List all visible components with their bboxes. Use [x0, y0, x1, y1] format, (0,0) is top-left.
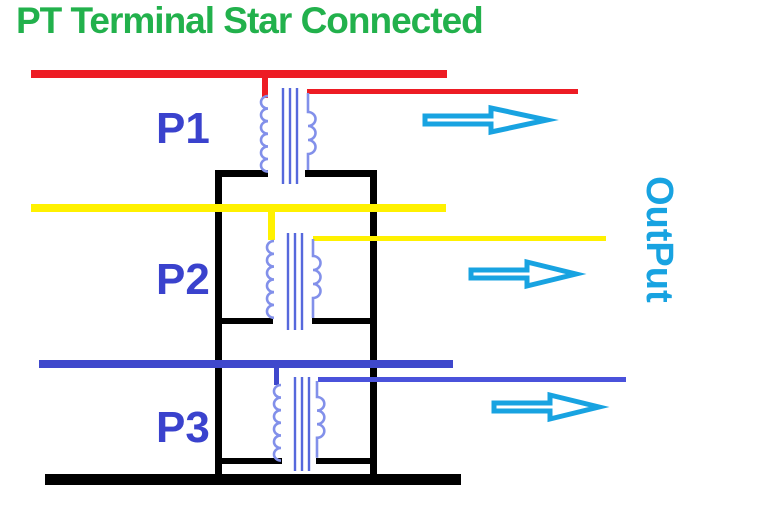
star-box-right-edge: [370, 170, 377, 484]
phase-label-p2: P2: [156, 255, 210, 304]
red-phase-bus: [31, 70, 447, 78]
output-arrow-1-icon: [422, 104, 559, 136]
p3-primary-coil: [272, 383, 282, 462]
p3-core-icon: [293, 377, 311, 471]
yellow-output-line: [313, 236, 606, 241]
transformer-p2-winding: [265, 233, 322, 330]
blue-phase-bus: [39, 360, 453, 368]
star-box-divider2-left: [215, 458, 282, 464]
yellow-phase-bus: [31, 204, 446, 212]
star-box-divider1-left: [215, 318, 273, 324]
star-box-top-edge-right: [305, 170, 377, 177]
output-label: OutPut: [638, 176, 680, 303]
red-primary-stub: [262, 74, 268, 98]
p2-primary-coil: [265, 239, 275, 320]
star-box-left-edge: [215, 170, 222, 484]
blue-output-line: [318, 377, 626, 382]
output-arrow-3-icon: [491, 391, 610, 423]
blue-primary-stub: [274, 362, 279, 385]
p1-core-icon: [281, 88, 299, 184]
yellow-primary-stub: [268, 206, 275, 240]
red-output-line: [307, 89, 578, 94]
star-box-top-edge-left: [215, 170, 268, 177]
p3-secondary-coil: [315, 381, 326, 458]
star-box-divider2-right: [316, 458, 377, 464]
p2-core-icon: [286, 233, 304, 330]
transformer-p3-winding: [272, 377, 326, 471]
p2-secondary-coil: [311, 239, 322, 318]
output-arrow-2-icon: [468, 258, 587, 290]
star-box-divider1-right: [312, 318, 377, 324]
neutral-black-bus: [45, 474, 461, 485]
page-title: PT Terminal Star Connected: [16, 0, 484, 41]
p1-primary-coil: [259, 94, 269, 173]
phase-label-p1: P1: [156, 104, 210, 153]
p1-secondary-coil: [306, 93, 317, 170]
phase-label-p3: P3: [156, 403, 210, 452]
